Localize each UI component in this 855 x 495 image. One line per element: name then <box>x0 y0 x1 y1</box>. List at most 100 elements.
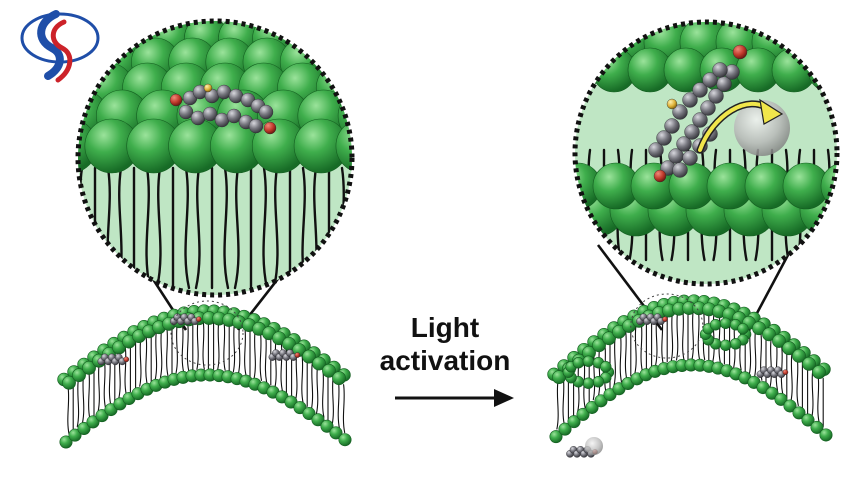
lipid-tail <box>817 373 820 423</box>
lipid-tail <box>634 324 637 374</box>
molecule-atom <box>682 92 698 108</box>
molecule-atom <box>123 356 130 363</box>
lipid-tail <box>181 322 185 373</box>
lipid-head <box>68 428 82 442</box>
lipid-head <box>765 386 779 400</box>
lipid-tail <box>597 347 601 397</box>
lipid-head <box>86 415 100 429</box>
lipid-head <box>752 321 766 336</box>
lipid-head <box>807 47 837 93</box>
lipid-tail <box>88 370 91 420</box>
lipid-tail <box>97 362 100 413</box>
lipid-tail <box>155 166 162 290</box>
molecule-atom <box>700 100 716 116</box>
arrow-head <box>494 389 514 407</box>
lipid-tail <box>186 321 190 372</box>
lipid-tail <box>780 345 784 395</box>
lipid-head <box>72 368 86 383</box>
lipid-head <box>810 420 824 434</box>
molecule-atom <box>712 62 728 78</box>
molecule-atom <box>169 93 183 107</box>
lipid-tail <box>139 337 142 387</box>
lipid-tail <box>154 330 158 380</box>
lipid-head <box>549 430 563 444</box>
lipid-tail <box>613 336 616 386</box>
molecule-atom <box>248 118 264 134</box>
molecule-atom <box>692 82 708 98</box>
molecule-atom <box>672 104 688 120</box>
lipid-head <box>823 22 837 67</box>
lipid-tail <box>81 374 85 424</box>
rotation-arrow-head <box>759 98 784 125</box>
activation-arrow <box>395 389 514 407</box>
lipid-head <box>62 375 76 390</box>
lipid-tail <box>675 311 679 361</box>
lipid-head <box>594 394 608 408</box>
zoom-circle-before <box>75 18 355 298</box>
lipid-head <box>59 435 73 449</box>
lipid-tail <box>264 334 268 384</box>
lipid-tail <box>670 312 674 362</box>
lipid-head <box>801 413 815 427</box>
lipid-tail <box>145 166 152 290</box>
lipid-tail <box>272 166 279 290</box>
molecule-atom <box>666 98 678 110</box>
lipid-tail <box>790 352 793 403</box>
lipid-tail <box>826 148 832 262</box>
lipid-tail <box>322 368 325 418</box>
zoom-dotted-border <box>75 18 355 298</box>
arrow-label-line-1: Light <box>410 312 480 343</box>
lipid-head <box>335 118 352 174</box>
lipid-head <box>582 355 595 367</box>
lipid-tail <box>76 378 80 428</box>
lipid-head <box>77 421 91 435</box>
lipid-tail <box>244 326 247 376</box>
arrow-label-line-2: activation <box>379 345 511 376</box>
lipid-tail <box>775 341 779 391</box>
lipid-head <box>812 365 826 379</box>
molecule-atom <box>294 352 301 358</box>
lipid-tail <box>697 310 701 360</box>
lipid-head <box>312 356 326 371</box>
lipid-head <box>558 422 572 436</box>
lipid-head <box>719 339 732 351</box>
lipid-head <box>585 400 599 414</box>
lipid-tail <box>159 328 163 378</box>
molecule-atom <box>672 162 688 178</box>
molecule-atom <box>203 83 213 93</box>
broadcaster-logo-icon <box>20 10 100 83</box>
lipid-tail <box>342 384 346 434</box>
lipid-tail <box>769 338 772 388</box>
lipid-head <box>572 356 585 369</box>
lipid-tail <box>233 166 240 290</box>
molecule-atom <box>263 121 277 135</box>
molecule-atom <box>684 124 700 140</box>
lipid-head <box>819 428 833 442</box>
lipid-tail <box>202 320 205 370</box>
molecule-atom <box>226 108 242 124</box>
lipid-tail <box>753 328 757 378</box>
lipid-tail <box>811 369 814 419</box>
lipid-tail <box>310 361 314 411</box>
lipid-tail <box>280 341 283 391</box>
molecule-atom <box>662 316 668 322</box>
molecule-atom <box>692 112 708 128</box>
lipid-tail <box>124 346 127 396</box>
lipid-tail <box>712 312 715 362</box>
lipid-tail <box>331 376 334 426</box>
lipid-head <box>575 183 587 237</box>
lipid-tail <box>301 354 304 404</box>
lipid-head <box>600 361 612 373</box>
lipid-tail <box>103 359 107 409</box>
molecule-atom <box>682 150 698 166</box>
lipid-head <box>782 341 796 356</box>
lipid-head <box>302 349 316 364</box>
lipid-tail <box>624 330 628 380</box>
lipid-tail <box>691 310 694 360</box>
lipid-tail <box>315 364 319 415</box>
lipid-tail <box>682 310 685 360</box>
lipid-head <box>320 419 334 433</box>
lipid-head <box>802 356 816 371</box>
lipid-tail <box>619 333 623 383</box>
lipid-head <box>302 407 316 421</box>
